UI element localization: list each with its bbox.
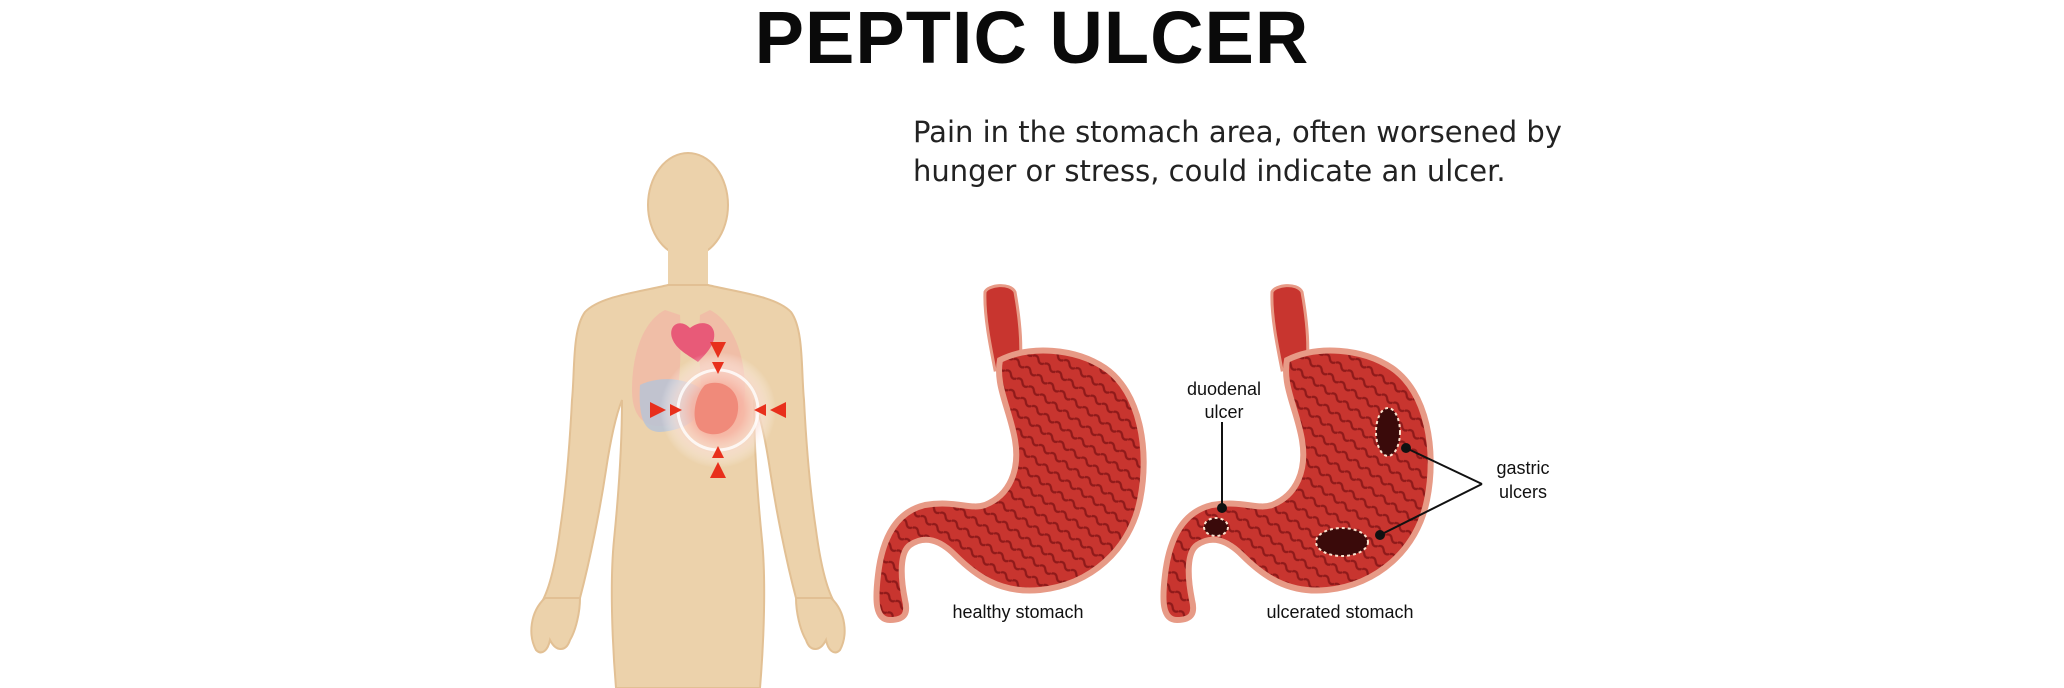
duodenal-ulcer-label-1: duodenal xyxy=(1187,379,1261,399)
pain-arrow-left-2 xyxy=(670,404,682,416)
description-line-1: Pain in the stomach area, often worsened… xyxy=(913,115,1562,149)
pain-arrow-top-2 xyxy=(712,362,724,374)
description-text: Pain in the stomach area, often worsened… xyxy=(913,113,1613,191)
gastric-pointer-line-lower xyxy=(1379,483,1483,536)
gastric-ulcers-label-1: gastric xyxy=(1496,458,1549,478)
pain-arrow-left xyxy=(650,402,666,418)
duodenal-ulcer-spot xyxy=(1203,517,1229,537)
pain-arrow-bottom xyxy=(710,462,726,478)
stomach-in-body xyxy=(694,382,739,435)
page-title: PEPTIC ULCER xyxy=(754,0,1310,79)
ulcerated-stomach: duodenal ulcer gastric ulcers ulcerated … xyxy=(1160,284,1550,624)
pain-arrows xyxy=(650,342,786,478)
right-hand xyxy=(794,597,846,654)
duodenal-ulcer-label-2: ulcer xyxy=(1204,402,1243,422)
gastric-ulcers-label-2: ulcers xyxy=(1499,482,1547,502)
healthy-stomach: healthy stomach xyxy=(873,284,1147,624)
pain-arrow-top xyxy=(710,342,726,358)
human-body-figure xyxy=(530,152,846,688)
pain-arrow-right xyxy=(770,402,786,418)
left-hand xyxy=(530,597,582,654)
gastric-ulcer-upper xyxy=(1375,407,1401,457)
healthy-stomach-body xyxy=(873,347,1147,624)
ulcerated-stomach-label: ulcerated stomach xyxy=(1266,602,1413,622)
description-line-2: hunger or stress, could indicate an ulce… xyxy=(913,154,1506,188)
gastric-pointer-line-upper xyxy=(1405,447,1483,485)
gastric-ulcer-lower xyxy=(1315,527,1369,557)
healthy-stomach-label: healthy stomach xyxy=(952,602,1083,622)
ulcerated-esophagus xyxy=(1270,284,1310,372)
body-head xyxy=(647,152,729,258)
pain-arrow-bottom-2 xyxy=(712,446,724,458)
pain-arrow-right-2 xyxy=(754,404,766,416)
heart xyxy=(671,323,715,362)
healthy-esophagus xyxy=(983,284,1023,372)
